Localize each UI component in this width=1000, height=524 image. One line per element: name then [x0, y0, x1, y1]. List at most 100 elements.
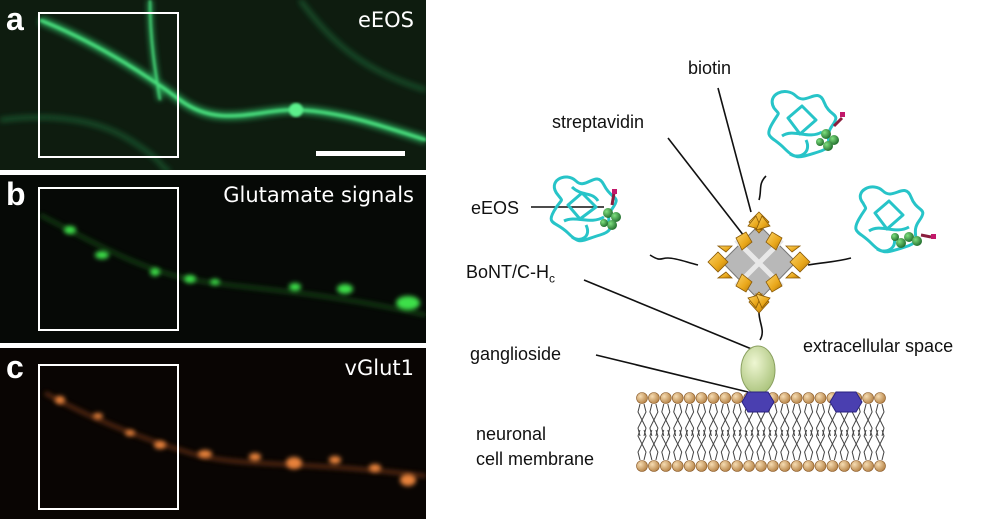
lipid-tail	[724, 429, 730, 461]
lipid-tail	[796, 429, 802, 461]
lipid-tail	[784, 429, 790, 461]
panel-title: eEOS	[357, 8, 414, 32]
lipid-head	[719, 460, 732, 472]
lipid-tail	[712, 403, 718, 437]
vglut1-micrograph	[0, 348, 426, 519]
lipid-head	[636, 460, 648, 472]
ganglioside	[740, 345, 776, 395]
streptavidin-core	[707, 211, 811, 314]
lipid-tail	[772, 429, 778, 461]
lipid-head	[648, 460, 660, 472]
lipid-tail	[641, 403, 647, 437]
inset-box	[38, 12, 179, 158]
lipid-head	[695, 460, 708, 472]
panel-c: c vGlut1	[0, 348, 426, 519]
panel-title: Glutamate signals	[223, 183, 414, 207]
panel-title: vGlut1	[344, 356, 414, 380]
lipid-tail	[879, 403, 885, 437]
lipid-tail	[653, 429, 659, 461]
inset-box	[38, 187, 179, 331]
lipid-head	[814, 392, 827, 404]
lipid-head	[838, 460, 851, 472]
lipid-head	[802, 460, 815, 472]
label-membrane-line2: cell membrane	[476, 449, 595, 469]
lipid-tail	[700, 403, 707, 437]
lipid-head	[648, 392, 660, 404]
eeos-protein-top	[767, 90, 845, 159]
lipid-tail	[712, 429, 718, 461]
lipid-head	[790, 392, 803, 404]
lipid-head	[850, 460, 863, 472]
label-ganglioside: ganglioside	[470, 344, 562, 364]
lipid-head	[731, 460, 744, 472]
lipid-tail	[665, 429, 671, 461]
lipid-head	[802, 392, 815, 404]
lipid-tail	[689, 403, 695, 437]
lipid-tail	[760, 429, 766, 461]
lipid-head	[671, 392, 684, 404]
inset-box	[38, 364, 179, 510]
lipid-tail	[867, 403, 873, 437]
lipid-head	[671, 460, 684, 472]
lipid-tail	[772, 403, 778, 437]
labeling-schematic: biotin streptavidin eEOS BoNT/C-Hc gangl…	[436, 0, 1000, 519]
lipid-tail	[819, 403, 826, 437]
lipid-head	[683, 460, 696, 472]
lipid-head	[636, 392, 648, 404]
lipid-tail	[855, 429, 861, 461]
panel-letter: a	[6, 1, 24, 37]
lipid-tail	[843, 429, 849, 461]
lipid-tail	[736, 429, 742, 461]
panel-b: b Glutamate signals	[0, 175, 426, 343]
lipid-tail	[700, 429, 707, 461]
label-bont-text: BoNT/C-H	[466, 262, 550, 282]
lipid-head	[660, 460, 672, 472]
lipid-head	[743, 460, 755, 472]
lipid-tail	[665, 403, 671, 437]
lipid-tail	[641, 429, 647, 461]
receptor	[741, 391, 863, 413]
lipid-head	[707, 392, 720, 404]
scale-bar	[316, 151, 405, 156]
lipid-tail	[653, 403, 659, 437]
lipid-tail	[689, 429, 695, 461]
lipid-tail	[677, 429, 683, 461]
lipid-tail	[819, 429, 826, 461]
lipid-head	[778, 460, 791, 472]
lipid-head	[862, 460, 874, 472]
panel-letter: b	[6, 176, 26, 212]
lipid-head	[814, 460, 827, 472]
lipid-tail	[808, 403, 814, 437]
lipid-head	[767, 460, 779, 472]
eeos-micrograph	[0, 0, 426, 170]
lipid-head	[695, 392, 708, 404]
lipid-head	[862, 392, 874, 404]
lipid-head	[874, 392, 886, 404]
lipid-tail	[831, 429, 837, 461]
glutamate-micrograph	[0, 175, 426, 343]
lipid-head	[755, 460, 767, 472]
label-biotin: biotin	[688, 58, 732, 78]
label-membrane-line1: neuronal	[476, 424, 547, 444]
lipid-tail	[748, 429, 754, 461]
eeos-protein-left	[549, 175, 621, 243]
lipid-head	[660, 392, 672, 404]
label-eeos: eEOS	[471, 198, 520, 218]
lipid-tail	[879, 429, 885, 461]
label-bont: BoNT/C-Hc	[466, 262, 555, 289]
lipid-tail	[808, 429, 814, 461]
label-streptavidin: streptavidin	[552, 112, 645, 132]
panel-letter: c	[6, 349, 24, 385]
lipid-tail	[724, 403, 730, 437]
label-extracellular-space: extracellular space	[803, 336, 954, 356]
lipid-tail	[677, 403, 683, 437]
eeos-protein-right	[854, 185, 936, 254]
lipid-tail	[796, 403, 802, 437]
lipid-head	[731, 392, 744, 404]
lipid-tail	[736, 403, 742, 437]
schematic-drawing	[531, 87, 936, 472]
lipid-head	[826, 460, 839, 472]
panel-a: a eEOS	[0, 0, 426, 170]
lipid-tail	[855, 403, 861, 437]
lipid-head	[683, 392, 696, 404]
